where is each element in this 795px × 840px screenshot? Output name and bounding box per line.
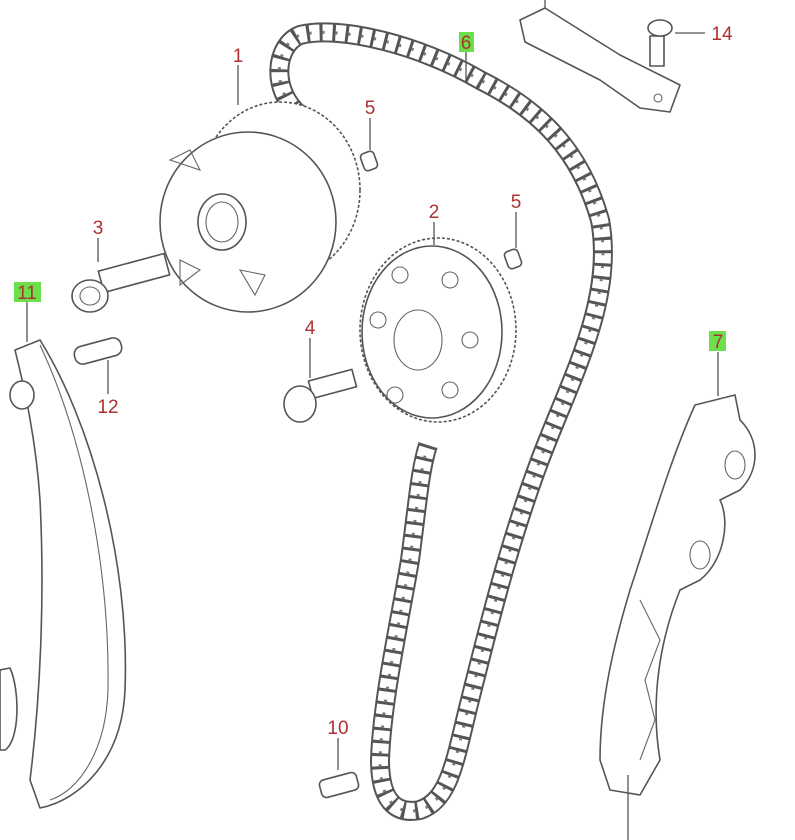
timing-chain[interactable] [269,22,613,821]
tensioner-guide[interactable] [0,302,127,809]
callout-14[interactable]: 14 [711,24,733,45]
highlight-7 [709,331,726,351]
callout-3[interactable]: 3 [93,218,104,239]
callout-4[interactable]: 4 [305,318,316,339]
highlight-11 [14,282,41,302]
chain-guide[interactable] [599,352,756,840]
pin-12 [73,337,123,394]
callout-6[interactable]: 6 [461,33,472,54]
bolt-14 [647,19,705,67]
bracket [519,0,681,113]
bolt-3 [71,238,171,313]
callout-12[interactable]: 12 [97,397,118,418]
callout-5a[interactable]: 5 [365,98,376,119]
callout-7[interactable]: 7 [713,332,724,353]
dowel-pin-5a [359,118,379,172]
dowel-pin-5b [503,212,523,270]
callout-5b[interactable]: 5 [511,192,522,213]
callout-2[interactable]: 2 [429,202,440,223]
highlight-6 [459,32,474,52]
callout-10[interactable]: 10 [327,718,348,739]
cam-phaser-sprocket[interactable] [159,65,361,313]
callout-11[interactable]: 11 [17,283,37,304]
pin-10 [318,738,360,799]
camshaft-sprocket[interactable] [359,222,517,423]
callout-1[interactable]: 1 [233,46,244,67]
bolt-4 [283,338,358,423]
